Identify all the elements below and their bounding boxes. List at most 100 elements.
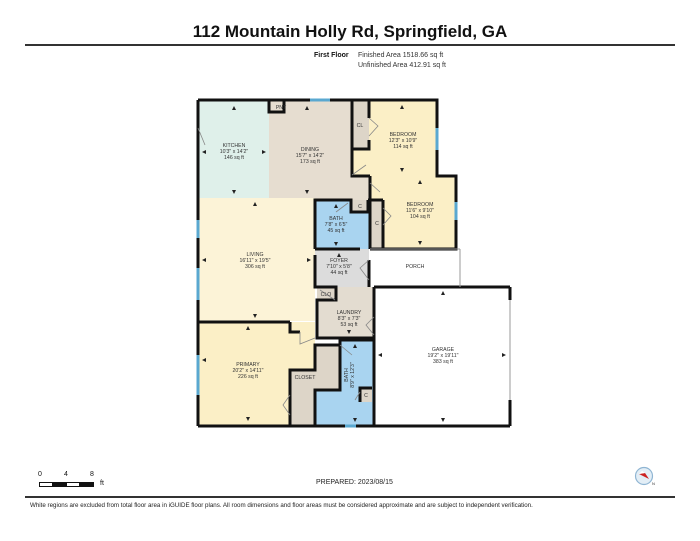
finished-area: Finished Area 1518.66 sq ft [358,52,444,59]
svg-text:10'3" x 14'2": 10'3" x 14'2" [220,149,249,155]
svg-text:BATH: BATH [329,216,343,222]
svg-text:306 sq ft: 306 sq ft [245,264,265,270]
svg-text:7'8" x 6'5": 7'8" x 6'5" [325,222,348,228]
room-bath-2 [315,340,374,425]
laundry-area: 53 sq ft [340,322,358,328]
svg-text:15'7" x 14'2": 15'7" x 14'2" [296,153,325,159]
hallway [315,176,375,200]
laundry-name: LAUNDRY [337,310,362,316]
kitchen-area: 146 sq ft [224,155,244,161]
pnt-label: PNT [276,105,287,111]
scale-segment-2 [52,482,67,487]
clo-label: CLO [321,292,332,298]
svg-text:GARAGE: GARAGE [432,347,455,353]
svg-text:C: C [358,204,362,210]
bath2-name: BATH [344,368,350,382]
compass-icon: N [634,466,655,486]
svg-text:173 sq ft: 173 sq ft [300,159,320,165]
foyer-area: 44 sq ft [330,270,348,276]
porch-outline [370,248,511,400]
svg-text:C: C [364,393,368,399]
svg-text:11'6" x 9'10": 11'6" x 9'10" [406,208,434,214]
scale-bar: 0 4 8 ft [38,471,118,491]
svg-text:LIVING: LIVING [246,252,263,258]
svg-text:44 sq ft: 44 sq ft [330,270,348,276]
header-divider [25,44,675,46]
floor-label: First Floor [314,52,349,59]
svg-text:104 sq ft: 104 sq ft [410,214,430,220]
c2-label: C [375,221,379,227]
kitchen-dims: 10'3" x 14'2" [220,149,249,155]
svg-text:PORCH: PORCH [406,264,425,270]
kitchen-name: KITCHEN [223,143,246,149]
closet-c3 [360,388,372,402]
scale-segment-3 [66,482,80,487]
svg-text:CL: CL [357,123,364,129]
closet-c1 [351,200,368,212]
scale-unit: ft [100,480,104,487]
svg-text:7'10" x 5'8": 7'10" x 5'8" [326,264,352,270]
scale-segment-4 [79,482,94,487]
bath1-name: BATH [329,216,343,222]
svg-text:45 sq ft: 45 sq ft [327,228,345,234]
svg-text:53 sq ft: 53 sq ft [340,322,358,328]
svg-text:20'2" x 14'11": 20'2" x 14'11" [233,368,264,374]
bedroom2-name: BEDROOM [407,202,434,208]
foyer-dims: 7'10" x 5'8" [326,264,352,270]
primary-area: 226 sq ft [238,374,258,380]
svg-text:12'3" x 10'9": 12'3" x 10'9" [389,138,418,144]
svg-text:8'3" x 7'3": 8'3" x 7'3" [338,316,361,322]
svg-text:19'2" x 19'11": 19'2" x 19'11" [428,353,459,359]
svg-text:226 sq ft: 226 sq ft [238,374,258,380]
svg-text:PRIMARY: PRIMARY [236,362,260,368]
garage-dims: 19'2" x 19'11" [428,353,459,359]
room-living [199,198,315,321]
scale-segment-1 [39,482,53,487]
svg-text:BATH8'9" x 12'3": BATH8'9" x 12'3" [344,362,356,388]
svg-text:FOYER: FOYER [330,258,348,264]
c1-label: C [358,204,362,210]
bedroom2-area: 104 sq ft [410,214,430,220]
living-dims: 16'11" x 19'5" [240,258,271,264]
bath1-dims: 7'8" x 6'5" [325,222,348,228]
svg-text:BEDROOM: BEDROOM [407,202,434,208]
svg-text:16'11" x 19'5": 16'11" x 19'5" [240,258,271,264]
bedroom1-dims: 12'3" x 10'9" [389,138,418,144]
scale-tick-4: 4 [64,471,68,478]
bedroom1-area: 114 sq ft [393,144,413,150]
closet-clo-fill [317,287,336,300]
closet-name: CLOSET [295,375,317,381]
room-kitchen [199,101,269,198]
bedroom2-dims: 11'6" x 9'10" [406,208,434,214]
closet-cl [352,101,369,149]
svg-text:PNT: PNT [276,105,287,111]
svg-text:C: C [375,221,379,227]
bath1-area: 45 sq ft [327,228,345,234]
scale-tick-0: 0 [38,471,42,478]
closet-c2 [370,200,383,248]
svg-text:383 sq ft: 383 sq ft [433,359,453,365]
c3-label: C [364,393,368,399]
property-address-title: 112 Mountain Holly Rd, Springfield, GA [192,22,508,41]
primary-dims: 20'2" x 14'11" [233,368,264,374]
garage-area: 383 sq ft [433,359,453,365]
footer-divider [25,496,675,498]
living-name: LIVING [246,252,263,258]
primary-name: PRIMARY [236,362,260,368]
scale-tick-8: 8 [90,471,94,478]
doors [197,117,392,416]
svg-text:CLOSET: CLOSET [295,375,317,381]
svg-text:114 sq ft: 114 sq ft [393,144,413,150]
dining-name: DINING [301,147,319,153]
bedroom1-name: BEDROOM [390,132,417,138]
disclaimer-text: White regions are excluded from total fl… [30,502,533,509]
svg-text:DINING: DINING [301,147,319,153]
living-area: 306 sq ft [245,264,265,270]
svg-text:LAUNDRY: LAUNDRY [337,310,362,316]
windows [196,98,458,428]
prepared-date: PREPARED: 2023/08/15 [316,479,393,486]
dimension-arrows [202,105,506,422]
foyer-name: FOYER [330,258,348,264]
svg-text:KITCHEN: KITCHEN [223,143,246,149]
